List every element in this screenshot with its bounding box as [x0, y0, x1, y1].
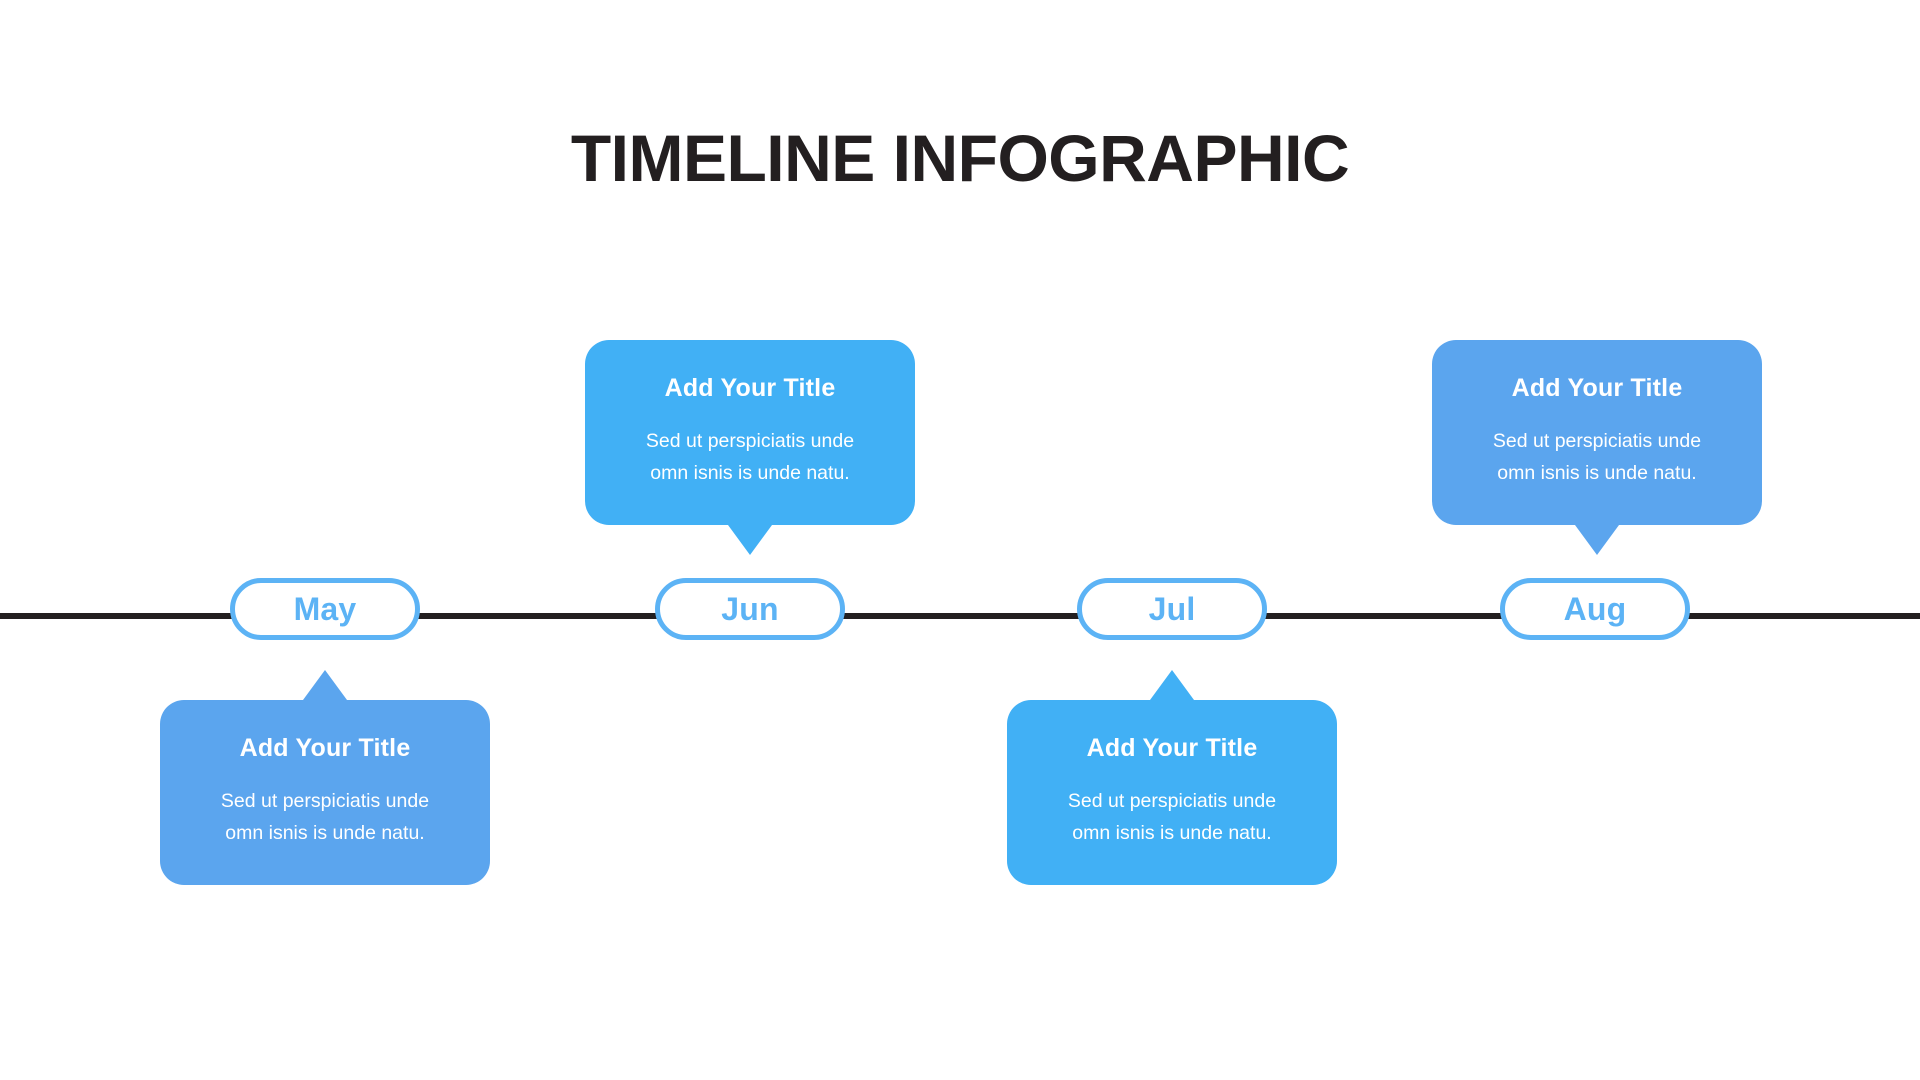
- milestone-card-jun[interactable]: Add Your Title Sed ut perspiciatis unde …: [585, 340, 915, 556]
- milestone-card-body-line-2: omn isnis is unde natu.: [650, 461, 850, 484]
- card-pointer-down-icon: [1575, 525, 1619, 556]
- milestone-card-title: Add Your Title: [1511, 374, 1683, 402]
- milestone-card-body-line-1: Sed ut perspiciatis unde: [1067, 789, 1277, 812]
- milestone-month-label: Aug: [1563, 590, 1627, 627]
- milestone-card-body-line-1: Sed ut perspiciatis unde: [1492, 429, 1702, 452]
- milestone-card-title: Add Your Title: [239, 734, 411, 762]
- timeline-milestone-aug[interactable]: Aug: [1500, 578, 1690, 640]
- milestone-card-body-line-1: Sed ut perspiciatis unde: [645, 429, 855, 452]
- milestone-card-body-line-2: omn isnis is unde natu.: [1497, 461, 1697, 484]
- milestone-month-label: Jun: [721, 590, 779, 627]
- card-pointer-up-icon: [303, 670, 347, 700]
- milestone-card-jul[interactable]: Add Your Title Sed ut perspiciatis unde …: [1007, 670, 1337, 886]
- milestone-card-aug[interactable]: Add Your Title Sed ut perspiciatis unde …: [1432, 340, 1762, 556]
- milestone-card-body-line-2: omn isnis is unde natu.: [1072, 821, 1272, 844]
- card-pointer-up-icon: [1150, 670, 1194, 700]
- milestone-month-label: Jul: [1148, 590, 1196, 627]
- timeline-milestone-jun[interactable]: Jun: [655, 578, 845, 640]
- timeline-milestone-jul[interactable]: Jul: [1077, 578, 1267, 640]
- timeline-milestone-may[interactable]: May: [230, 578, 420, 640]
- timeline-axis: [0, 613, 1920, 619]
- milestone-card-title: Add Your Title: [664, 374, 836, 402]
- milestone-card-title: Add Your Title: [1086, 734, 1258, 762]
- milestone-card-body-line-2: omn isnis is unde natu.: [225, 821, 425, 844]
- page-title: TIMELINE INFOGRAPHIC: [570, 121, 1350, 196]
- milestone-month-label: May: [293, 590, 357, 627]
- milestone-card-may[interactable]: Add Your Title Sed ut perspiciatis unde …: [160, 670, 490, 886]
- card-pointer-down-icon: [728, 525, 772, 556]
- milestone-card-body-line-1: Sed ut perspiciatis unde: [220, 789, 430, 812]
